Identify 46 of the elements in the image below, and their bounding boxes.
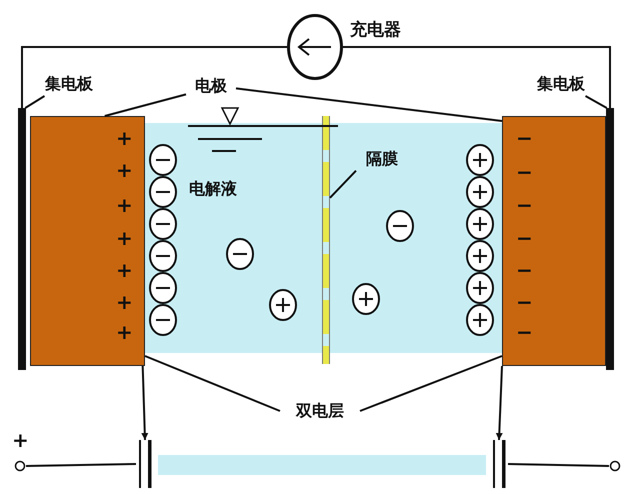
- leader-line: [329, 170, 357, 199]
- charge-sign: +: [116, 195, 133, 215]
- part-label: 隔膜: [366, 148, 398, 170]
- charge-sign: +: [116, 160, 133, 180]
- leader-line: [360, 355, 502, 412]
- terminal-circle: [609, 460, 621, 472]
- charge-sign: −: [516, 260, 533, 280]
- capacitor-symbol: [136, 440, 154, 488]
- charge-sign: −: [516, 195, 533, 215]
- charge-sign: −: [516, 292, 533, 312]
- wire: [508, 463, 610, 467]
- charger-symbol: [287, 14, 343, 80]
- part-label: 集电板: [537, 74, 585, 94]
- wire: [21, 46, 287, 108]
- terminal-circle: [14, 460, 26, 472]
- leader-line: [24, 95, 46, 109]
- charger-label: 充电器: [350, 19, 401, 41]
- wire: [26, 463, 136, 467]
- charge-sign: +: [116, 228, 133, 248]
- leader-line: [585, 95, 608, 109]
- dielectric-band: [158, 455, 486, 475]
- collector-plate: [606, 108, 614, 370]
- charge-sign: −: [516, 162, 533, 182]
- separator-membrane: [322, 116, 330, 364]
- arrow: [496, 366, 503, 440]
- charge-sign: +: [116, 292, 133, 312]
- charge-sign: +: [12, 430, 29, 450]
- leader-line: [144, 355, 280, 412]
- charge-sign: −: [516, 128, 533, 148]
- arrow: [141, 366, 148, 440]
- electrolyte-label: 电解液: [189, 179, 237, 200]
- charge-sign: −: [516, 228, 533, 248]
- electrode-plate: [30, 116, 145, 366]
- charge-sign: +: [116, 260, 133, 280]
- charge-sign: −: [516, 322, 533, 342]
- part-label: 电极: [195, 76, 227, 96]
- capacitor-symbol: [490, 440, 508, 488]
- charge-sign: +: [116, 322, 133, 342]
- part-label: 双电层: [296, 400, 344, 422]
- wire: [343, 46, 611, 108]
- leader-line: [104, 93, 186, 117]
- charge-sign: +: [116, 128, 133, 148]
- part-label: 集电板: [45, 74, 93, 94]
- leader-line: [236, 87, 502, 122]
- electrode-plate: [502, 116, 606, 366]
- collector-plate: [18, 108, 26, 370]
